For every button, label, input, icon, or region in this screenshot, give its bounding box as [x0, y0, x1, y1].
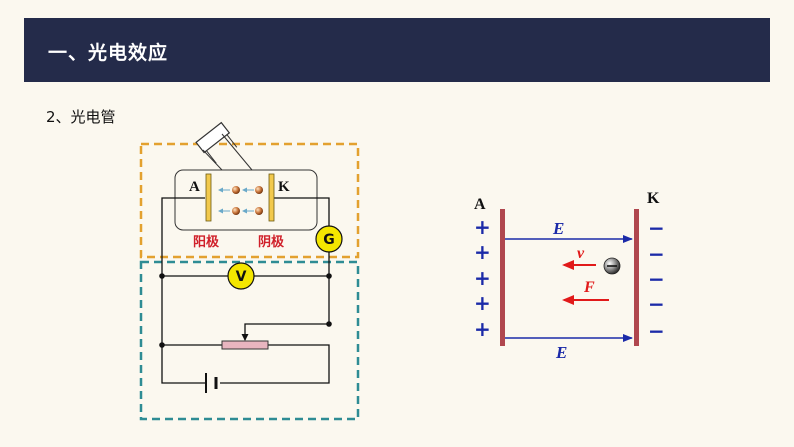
photoelectrons [218, 186, 263, 215]
anode-name: 阳极 [193, 234, 220, 250]
rheostat [221, 340, 269, 350]
phototube-frame [139, 142, 360, 259]
minus-sign: − [648, 267, 665, 291]
junction-dots [159, 273, 332, 348]
plus-sign: + [474, 240, 491, 264]
plus-sign: + [474, 266, 491, 290]
light-ray-left [202, 149, 223, 171]
minus-sign: − [648, 242, 665, 266]
plus-sign: + [474, 291, 491, 315]
header-bar: 一、光电效应 [24, 18, 770, 82]
circuit-cathode-label: K [278, 179, 290, 195]
force-label: F [583, 279, 595, 296]
velocity-label: v [577, 245, 585, 262]
light-ray-right [221, 133, 253, 171]
minus-signs: − − − − − [648, 216, 665, 343]
phototube-envelope [174, 169, 318, 231]
plus-signs: + + + + + [474, 215, 491, 341]
minus-sign: − [648, 216, 665, 240]
anode-plate [205, 173, 212, 222]
minus-sign: − [648, 292, 665, 316]
field-anode-label: A [474, 196, 486, 213]
field-anode-plate [500, 209, 505, 346]
circuit-wires [161, 197, 330, 384]
voltmeter: V [227, 262, 255, 290]
field-cathode-plate [634, 209, 639, 346]
cathode-name: 阴极 [258, 234, 285, 250]
circuit-diagram: A K 阳极 阴极 G V [139, 121, 360, 421]
field-label-top: E [552, 219, 564, 238]
control-circuit-frame [139, 260, 360, 421]
field-cathode-label: K [647, 190, 660, 207]
voltmeter-label: V [236, 269, 247, 285]
galvanometer: G [315, 225, 343, 253]
battery [205, 373, 218, 393]
field-label-bottom: E [555, 343, 567, 362]
section-subtitle: 2、光电管 [46, 108, 116, 126]
galvanometer-label: G [323, 232, 335, 248]
page-title: 一、光电效应 [48, 42, 169, 64]
plus-sign: + [474, 215, 491, 239]
light-source [195, 121, 238, 164]
minus-sign: − [648, 319, 665, 343]
field-diagram: A K + + + + + − − − − − E E v F [474, 190, 665, 362]
cathode-plate [268, 173, 275, 222]
plus-sign: + [474, 317, 491, 341]
circuit-anode-label: A [189, 179, 200, 195]
